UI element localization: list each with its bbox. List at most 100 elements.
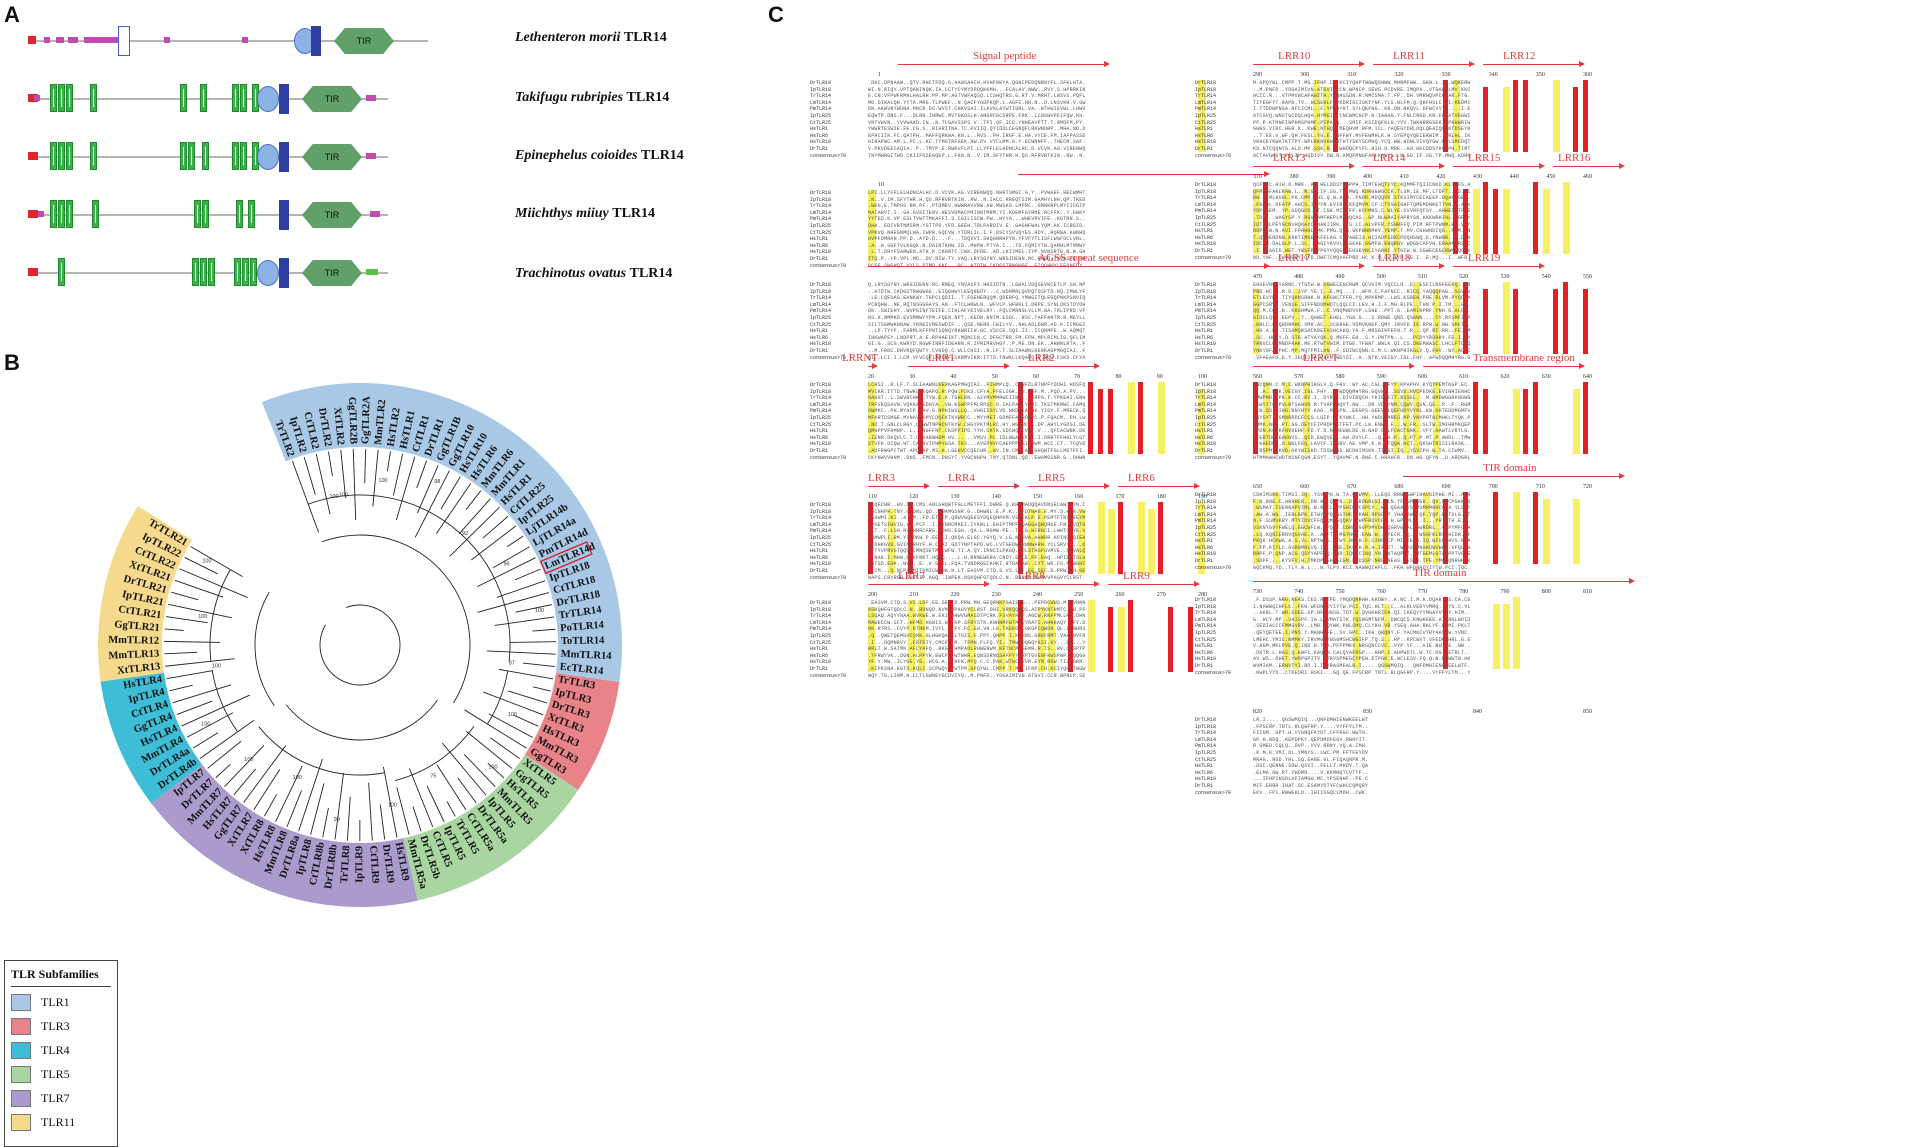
position-tick: 40 [951,374,957,380]
region-arrow [998,584,1098,585]
region-arrow [1253,581,1633,582]
tree-leaf-label: ToTLR14 [561,635,605,647]
tree-branch [292,461,318,532]
tir-domain-icon: TIR [302,86,362,112]
position-tick: 180 [1157,494,1166,500]
tree-branch [397,787,409,834]
position-tick: 430 [1473,174,1482,180]
tree-leaf-label: IpTLR9 [354,846,365,883]
tree-branch [471,526,516,560]
tree-leaf-label: GgTLR2A [360,396,372,445]
tree-internal-arc [395,726,474,780]
position-tick: 820 [1253,709,1262,715]
position-tick: 810 [1583,589,1592,595]
tree-branch [442,743,486,795]
region-arrow [868,486,928,487]
region-arrow [908,366,1008,367]
lrr-ct-icon [257,144,279,170]
tree-branch [373,450,378,507]
region-arrow [1423,366,1583,367]
position-tick: 20 [868,374,874,380]
position-tick: 1 [878,72,881,78]
tree-branch [516,605,552,613]
tree-branch [299,759,323,831]
position-tick: 690 [1442,484,1451,490]
position-tick: 270 [1157,592,1166,598]
region-arrow [868,584,988,585]
tree-branch [353,449,355,520]
sequence-residues: M.GPQYWL.CMPP.T.MG.IFNP.CH.KCIYQHPTWGWQD… [1253,80,1471,159]
legend-item-tlr3: TLR3 [11,1018,111,1035]
tree-internal-arc [212,671,237,732]
region-label: LRR18 [1378,252,1410,264]
tree-branch [466,731,512,768]
tree-branch [380,805,384,840]
tree-branch [208,741,241,768]
tree-branch [507,536,523,547]
position-tick: 440 [1510,174,1519,180]
panel-a-domain-architecture: TIR Lethenteron morii TLR14 TIR Takifugu… [0,0,760,370]
position-tick: 830 [1363,709,1372,715]
position-tick: 50 [992,374,998,380]
region-arrow [1253,266,1363,267]
position-tick: 290 [1253,72,1262,78]
position-tick: 450 [1546,174,1555,180]
position-tick: 330 [1442,72,1451,78]
tree-internal-arc [255,592,274,706]
bootstrap-value: 100 [535,608,544,614]
region-label: LRR11 [1393,50,1425,62]
position-tick: 90 [1157,374,1163,380]
tree-branch [323,808,329,837]
tree-branch [193,733,218,748]
region-arrow [1453,266,1543,267]
position-tick: 530 [1501,274,1510,280]
tree-branch [510,642,556,643]
legend-item-tlr1: TLR1 [11,994,111,1011]
position-tick: 120 [909,494,918,500]
region-label: LRR12 [1503,50,1535,62]
bootstrap-value: 98 [434,479,440,485]
tree-internal-arc [259,727,385,775]
position-tick: 750 [1336,589,1345,595]
region-label: LRR2 [1028,352,1055,364]
legend-item-tlr4: TLR4 [11,1042,111,1059]
region-arrow [1118,486,1198,487]
position-tick: 70 [1074,374,1080,380]
position-tick: 390 [1326,174,1335,180]
position-tick: 800 [1542,589,1551,595]
position-tick: 170 [1116,494,1125,500]
tir-domain-icon: TIR [302,144,362,170]
tree-branch [169,685,192,691]
position-tick: 250 [1074,592,1083,598]
sequence-names: DrTLR18 IpTLR18 TrTLR14 LmTLR14 PmTLR14 … [1195,717,1231,796]
position-tick: 570 [1294,374,1303,380]
tree-branch [179,569,247,598]
region-label: LRR13 [1273,152,1305,164]
sequence-residues: LCHSI..R.LF.T.SLIAAWNLKERKAGPMGQIAI..FIH… [868,382,1086,461]
legend-title: TLR Subfamilies [11,967,111,987]
sequence-names: DrTLR18 IpTLR18 TrTLR14 LmTLR14 PmTLR14 … [1195,382,1231,461]
position-tick: 850 [1583,709,1592,715]
tree-branch [254,769,280,809]
region-label: LRR5 [1038,472,1065,484]
sequence-names: DrTLR18 IpTLR18 TrTLR14 LmTLR14 PmTLR14 … [810,382,846,461]
lrr-icon [118,26,130,56]
tree-branch [175,580,223,597]
position-tick: 590 [1377,374,1386,380]
position-tick: 540 [1542,274,1551,280]
species-label: Miichthys miiuy TLR14 [515,206,655,222]
region-label: LRR4 [948,472,975,484]
region-label: LRR3 [868,472,895,484]
sequence-names: DrTLR18 IpTLR18 TrTLR14 LmTLR14 PmTLR14 … [810,600,846,679]
position-tick: 10 [878,182,884,188]
position-tick: 360 [1583,72,1592,78]
position-tick: 350 [1536,72,1545,78]
bootstrap-value: 100 [293,775,302,781]
position-tick: 650 [1253,484,1262,490]
tree-branch [417,461,427,488]
position-tick: 460 [1583,174,1592,180]
tree-internal-arc [320,605,400,685]
legend-item-tlr7: TLR7 [11,1090,111,1107]
tree-branch [450,507,500,556]
